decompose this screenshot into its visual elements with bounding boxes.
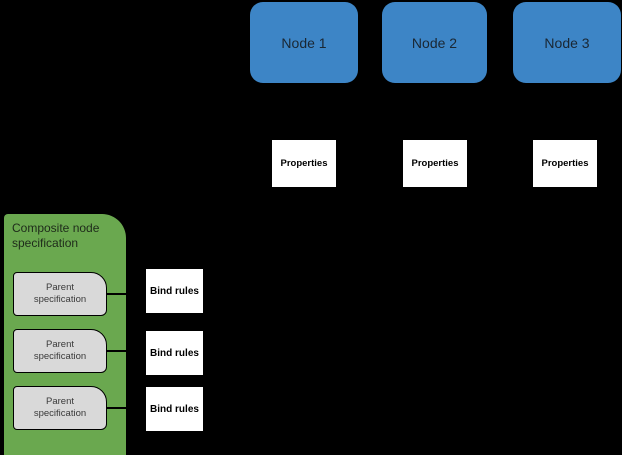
node-3-box: Node 3 — [513, 2, 621, 83]
parent-specification-box-3: Parent specification — [13, 386, 107, 430]
bind-rules-box-1: Bind rules — [146, 269, 203, 313]
node-1-label: Node 1 — [281, 34, 327, 51]
node-3-label: Node 3 — [544, 34, 590, 51]
bind-rules-label-1: Bind rules — [150, 285, 199, 297]
parent-specification-box-1: Parent specification — [13, 272, 107, 316]
properties-label-2: Properties — [411, 158, 459, 169]
node-2-label: Node 2 — [411, 34, 458, 51]
composite-title: Composite node specification — [12, 221, 100, 250]
bind-rules-box-3: Bind rules — [146, 387, 203, 431]
connector-line-1 — [106, 293, 146, 295]
properties-box-2: Properties — [403, 140, 467, 187]
connector-line-2 — [106, 350, 146, 352]
connector-line-3 — [106, 407, 146, 409]
node-1-box: Node 1 — [250, 2, 358, 83]
properties-label-1: Properties — [280, 158, 328, 169]
properties-label-3: Properties — [541, 158, 589, 169]
parent-specification-box-2: Parent specification — [13, 329, 107, 373]
bind-rules-box-2: Bind rules — [146, 331, 203, 375]
properties-box-3: Properties — [533, 140, 597, 187]
bind-rules-label-2: Bind rules — [150, 347, 199, 359]
node-2-box: Node 2 — [382, 2, 487, 83]
properties-box-1: Properties — [272, 140, 336, 187]
parent-specification-label-3: Parent specification — [33, 395, 87, 419]
parent-specification-label-1: Parent specification — [33, 281, 87, 305]
bind-rules-label-3: Bind rules — [150, 403, 199, 415]
parent-specification-label-2: Parent specification — [33, 338, 87, 362]
